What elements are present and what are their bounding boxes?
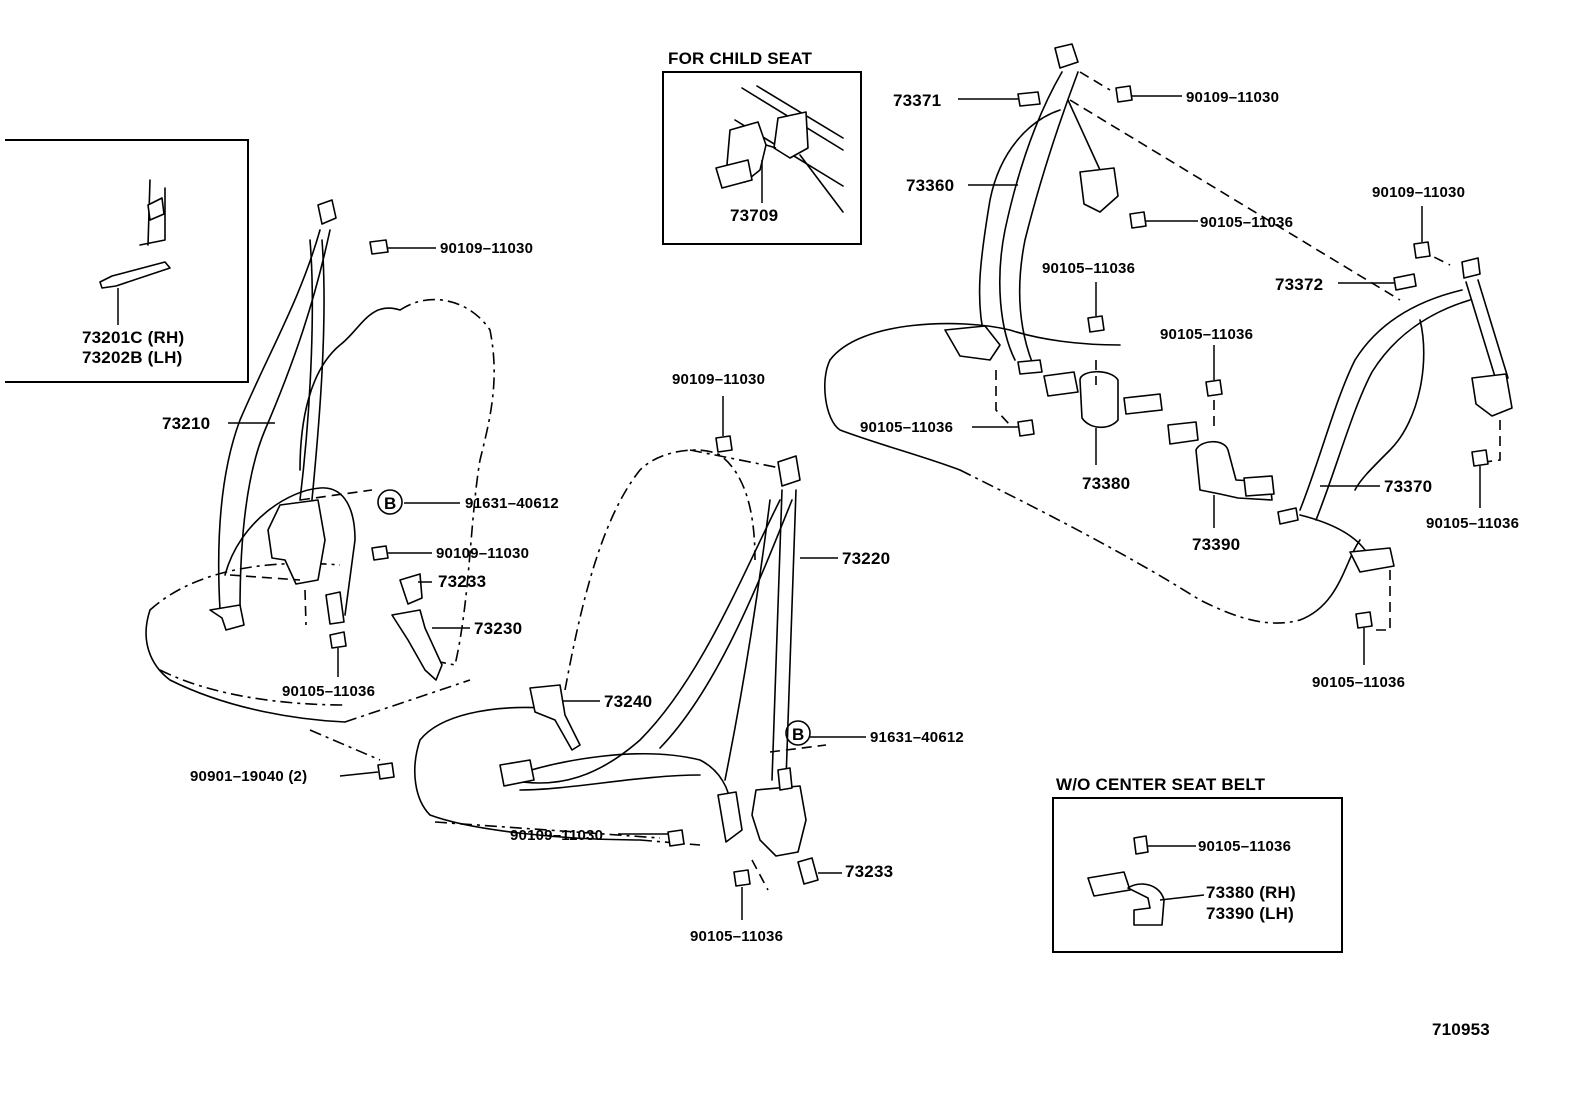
part-91631-40612-b: 91631–40612	[870, 729, 964, 746]
part-73220: 73220	[842, 549, 890, 568]
part-73372: 73372	[1275, 275, 1323, 294]
callout-b-right: B	[792, 725, 804, 744]
part-90109-11030-f: 90109–11030	[1372, 184, 1465, 201]
part-90109-11030-a: 90109–11030	[440, 240, 533, 257]
child-seat-title: FOR CHILD SEAT	[668, 49, 813, 68]
part-90109-11030-d: 90109–11030	[510, 827, 603, 844]
anchor-cover-lh-label: 73202B (LH)	[82, 348, 182, 367]
callout-b-left: B	[384, 494, 396, 513]
wo-center-rh: 73380 (RH)	[1206, 883, 1296, 902]
part-73233-b: 73233	[845, 862, 893, 881]
part-73390: 73390	[1192, 535, 1240, 554]
wo-center-title: W/O CENTER SEAT BELT	[1056, 775, 1266, 794]
part-73371: 73371	[893, 91, 941, 110]
part-90901-19040: 90901–19040 (2)	[190, 768, 307, 785]
wo-center-bolt: 90105–11036	[1198, 838, 1291, 855]
right-front-seat: B 90109–11030 73220 73240 91631–40612 90…	[414, 371, 964, 945]
part-91631-40612-a: 91631–40612	[465, 495, 559, 512]
wo-center-belt-panel: W/O CENTER SEAT BELT 90105–11036 73380 (…	[1052, 775, 1343, 953]
child-seat-part-label: 73709	[730, 206, 778, 225]
part-90105-11036-e: 90105–11036	[1160, 326, 1253, 343]
part-90105-11036-a: 90105–11036	[282, 683, 375, 700]
rear-seat: 73371 90109–11030 73360 90105–11036 9010…	[824, 43, 1519, 691]
part-90109-11030-e: 90109–11030	[1186, 89, 1279, 106]
part-90105-11036-c: 90105–11036	[1200, 214, 1293, 231]
part-90109-11030-c: 90109–11030	[672, 371, 765, 388]
anchor-cover-rh-label: 73201C (RH)	[82, 328, 184, 347]
wo-center-lh: 73390 (LH)	[1206, 904, 1294, 923]
part-73240: 73240	[604, 692, 652, 711]
part-90109-11030-b: 90109–11030	[436, 545, 529, 562]
child-seat-panel: FOR CHILD SEAT 73709	[662, 49, 862, 245]
part-90105-11036-h: 90105–11036	[1312, 674, 1405, 691]
left-front-seat: B 73210 90109–11030 91631–40612 90109–11…	[145, 199, 559, 785]
part-73380: 73380	[1082, 474, 1130, 493]
part-73230: 73230	[474, 619, 522, 638]
part-90105-11036-b: 90105–11036	[690, 928, 783, 945]
part-73233-a: 73233	[438, 572, 486, 591]
part-73360: 73360	[906, 176, 954, 195]
part-73210: 73210	[162, 414, 210, 433]
diagram-id: 710953	[1432, 1020, 1490, 1039]
part-90105-11036-f: 90105–11036	[860, 419, 953, 436]
anchor-cover-panel: 73201C (RH) 73202B (LH)	[5, 139, 249, 383]
part-90105-11036-g: 90105–11036	[1426, 515, 1519, 532]
part-73370: 73370	[1384, 477, 1432, 496]
part-90105-11036-d: 90105–11036	[1042, 260, 1135, 277]
